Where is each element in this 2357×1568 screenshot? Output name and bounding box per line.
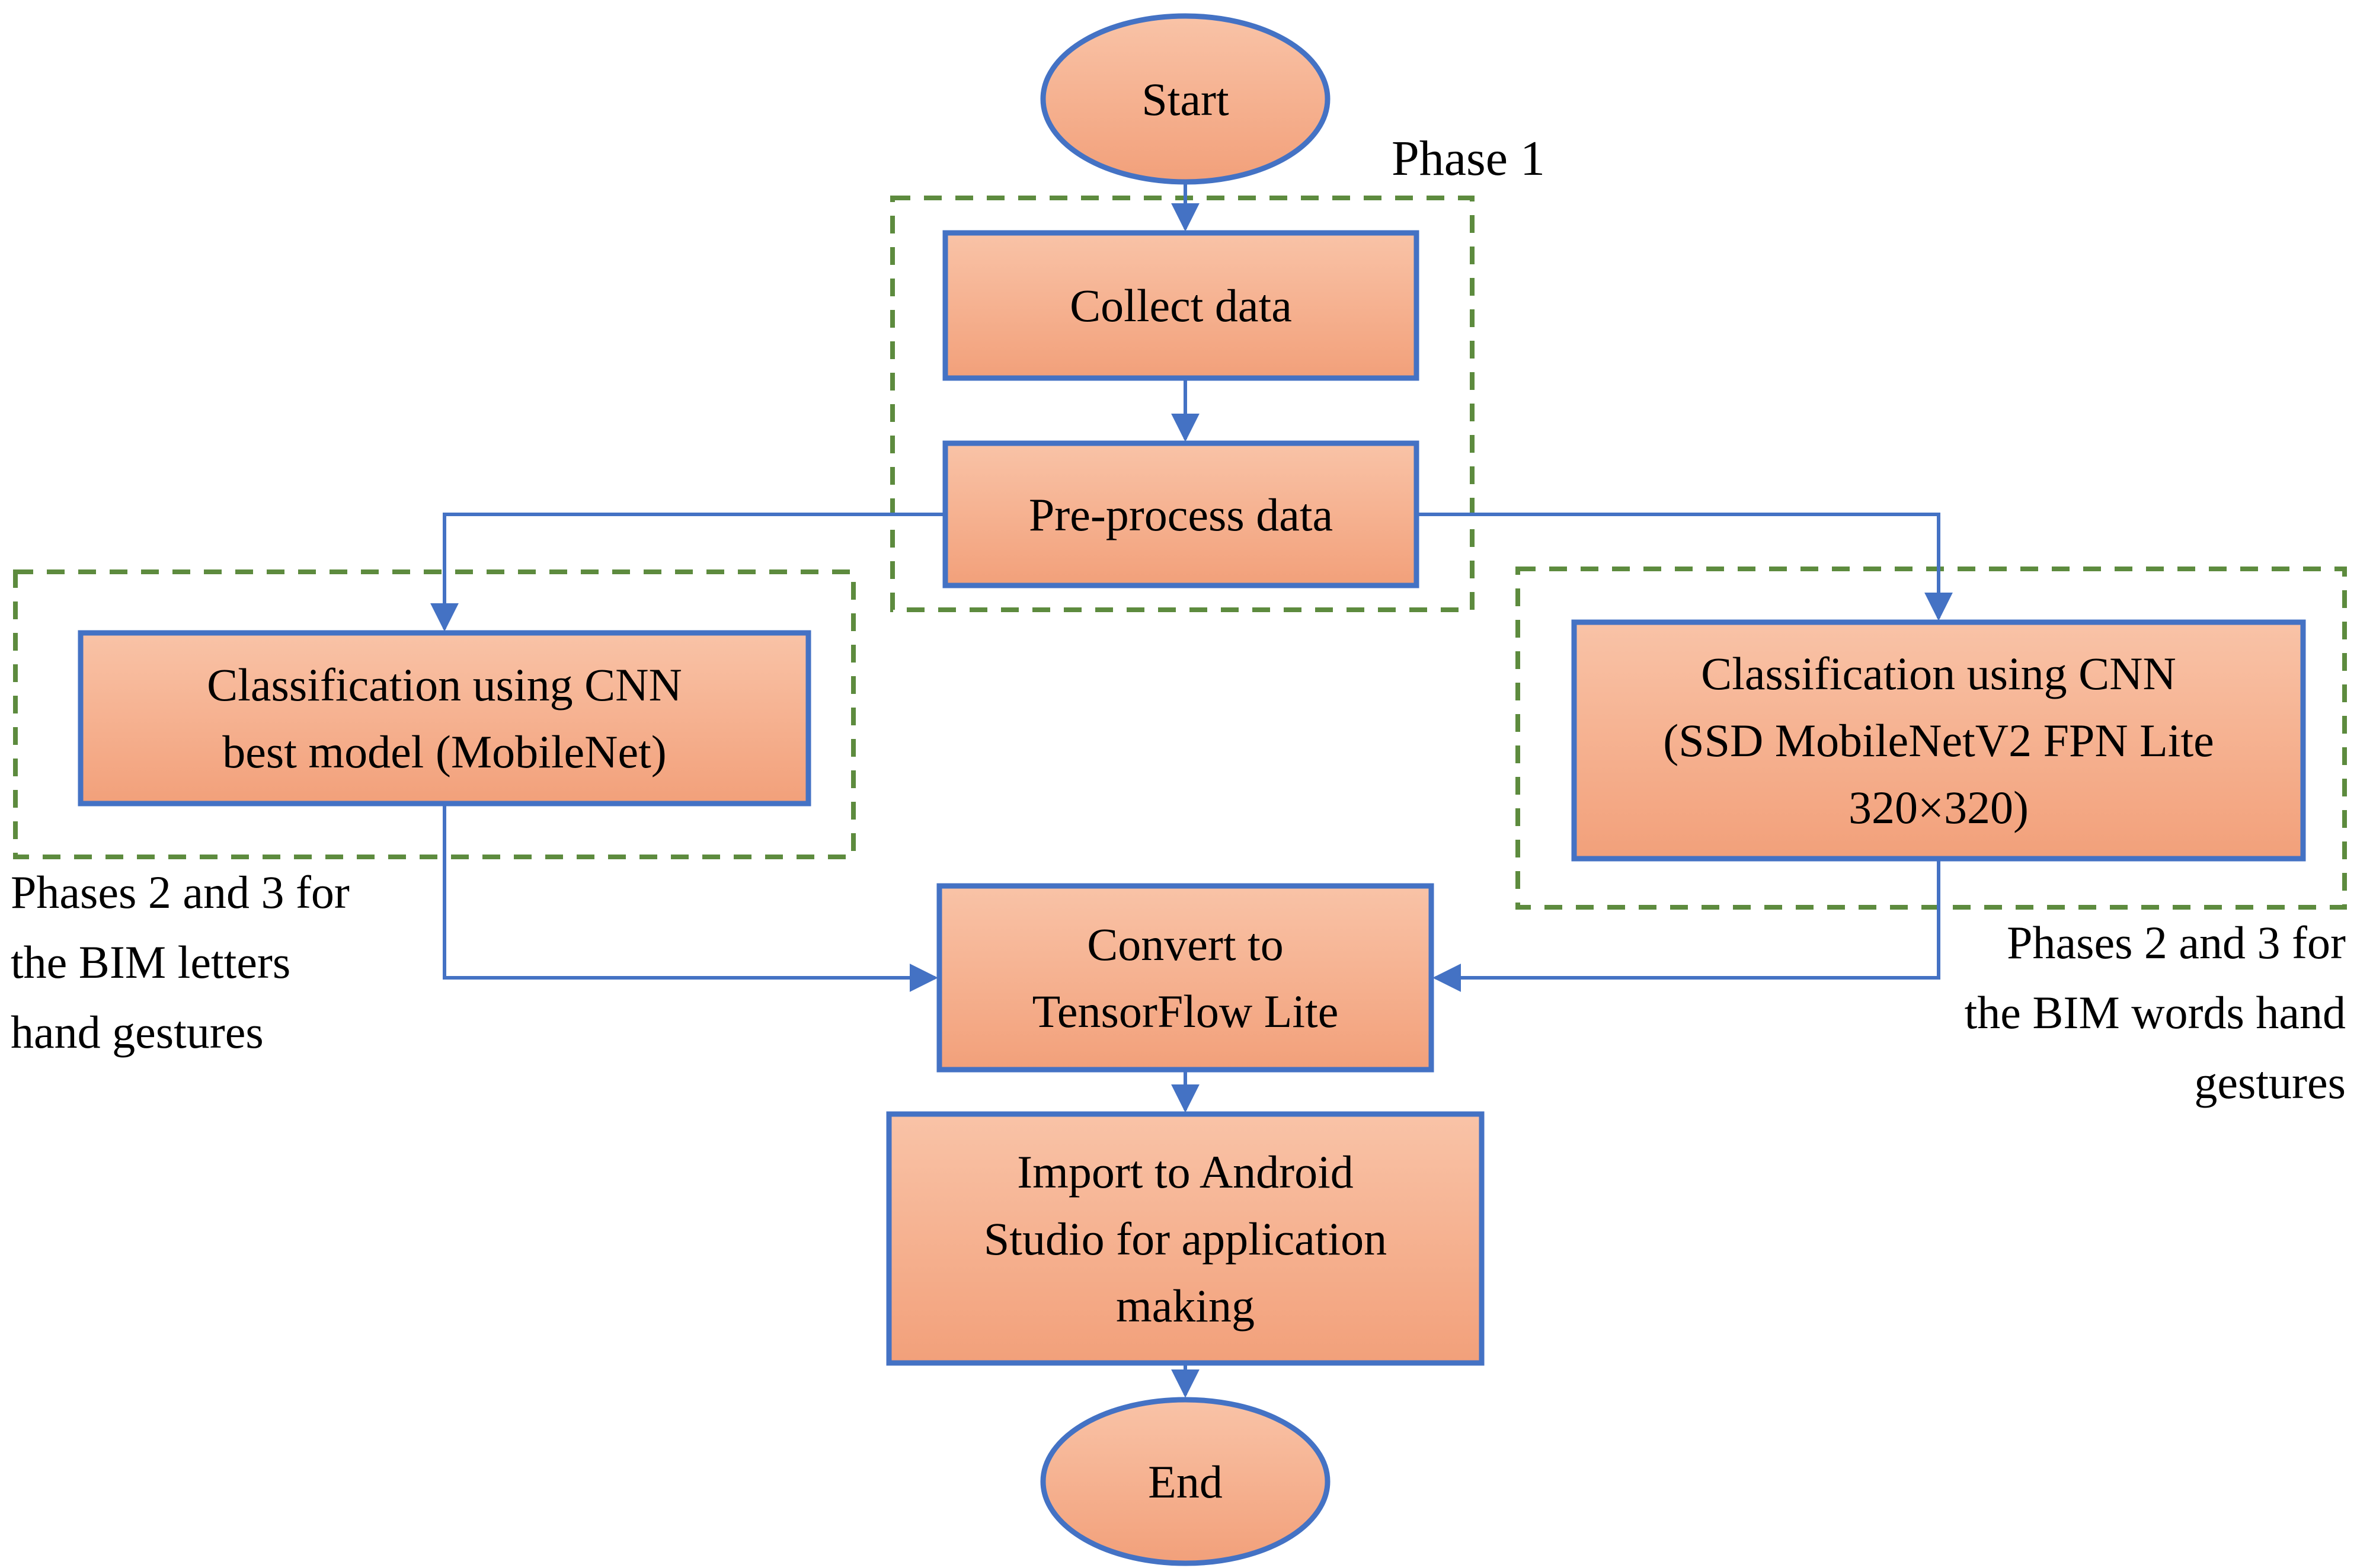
pre-process-data-text: Pre-process data bbox=[1028, 488, 1333, 540]
convert-tflite-line2: TensorFlow Lite bbox=[1032, 985, 1339, 1037]
phases2-3-words-dashed-outline bbox=[1515, 567, 2347, 910]
phase1-dashed-outline bbox=[890, 196, 1475, 612]
start-label: Start bbox=[1043, 16, 1328, 182]
collect-data-label: Collect data bbox=[945, 233, 1416, 378]
convert-tflite-line1: Convert to bbox=[1087, 919, 1284, 970]
import-android-line2: Studio for application bbox=[983, 1212, 1387, 1265]
import-android-studio-label: Import to Android Studio for application… bbox=[889, 1114, 1482, 1363]
classification-letters-line2: best model (MobileNet) bbox=[222, 726, 667, 777]
start-text: Start bbox=[1141, 73, 1229, 125]
convert-tflite-label: Convert to TensorFlow Lite bbox=[939, 886, 1431, 1070]
classification-words-line3: 320×320) bbox=[1848, 782, 2029, 833]
convert-tflite-box bbox=[936, 883, 1434, 1073]
import-android-line3: making bbox=[1116, 1279, 1255, 1332]
words-note-line2: the BIM words hand bbox=[1964, 987, 2346, 1038]
collect-data-box bbox=[942, 230, 1419, 381]
phases2-3-letters-dashed-outline bbox=[13, 569, 856, 859]
pre-process-data-box bbox=[942, 440, 1419, 588]
phases2-3-words-note: Phases 2 and 3 for the BIM words hand ge… bbox=[1802, 908, 2346, 1118]
words-note-line1: Phases 2 and 3 for bbox=[2007, 917, 2346, 968]
phase1-label: Phase 1 bbox=[1392, 131, 1545, 186]
classification-words-label: Classification using CNN (SSD MobileNetV… bbox=[1574, 622, 2303, 859]
classification-words-box bbox=[1571, 619, 2306, 862]
start-oval bbox=[1040, 13, 1331, 185]
letters-note-line2: the BIM letters bbox=[11, 936, 291, 988]
classification-letters-box bbox=[78, 630, 811, 807]
classification-letters-line1: Classification using CNN bbox=[207, 659, 682, 711]
collect-data-text: Collect data bbox=[1070, 280, 1292, 331]
connector-preprocess-to-words bbox=[1416, 513, 1953, 621]
end-label: End bbox=[1043, 1400, 1328, 1563]
import-android-line1: Import to Android bbox=[1017, 1145, 1354, 1198]
pre-process-data-label: Pre-process data bbox=[945, 443, 1416, 585]
letters-note-line3: hand gestures bbox=[11, 1006, 264, 1058]
connector-letters-to-convert bbox=[443, 805, 938, 992]
end-text: End bbox=[1148, 1455, 1223, 1508]
letters-note-line1: Phases 2 and 3 for bbox=[11, 866, 350, 918]
connector-preprocess-to-letters bbox=[430, 513, 945, 632]
words-note-line3: gestures bbox=[2194, 1057, 2346, 1108]
classification-letters-label: Classification using CNN best model (Mob… bbox=[81, 633, 808, 804]
connector-words-to-convert bbox=[1432, 860, 1940, 992]
classification-words-line2: (SSD MobileNetV2 FPN Lite bbox=[1663, 715, 2214, 766]
import-android-studio-box bbox=[886, 1111, 1485, 1366]
classification-words-line1: Classification using CNN bbox=[1701, 648, 2176, 699]
phases2-3-letters-note: Phases 2 and 3 for the BIM letters hand … bbox=[11, 857, 479, 1067]
end-oval bbox=[1040, 1397, 1331, 1566]
